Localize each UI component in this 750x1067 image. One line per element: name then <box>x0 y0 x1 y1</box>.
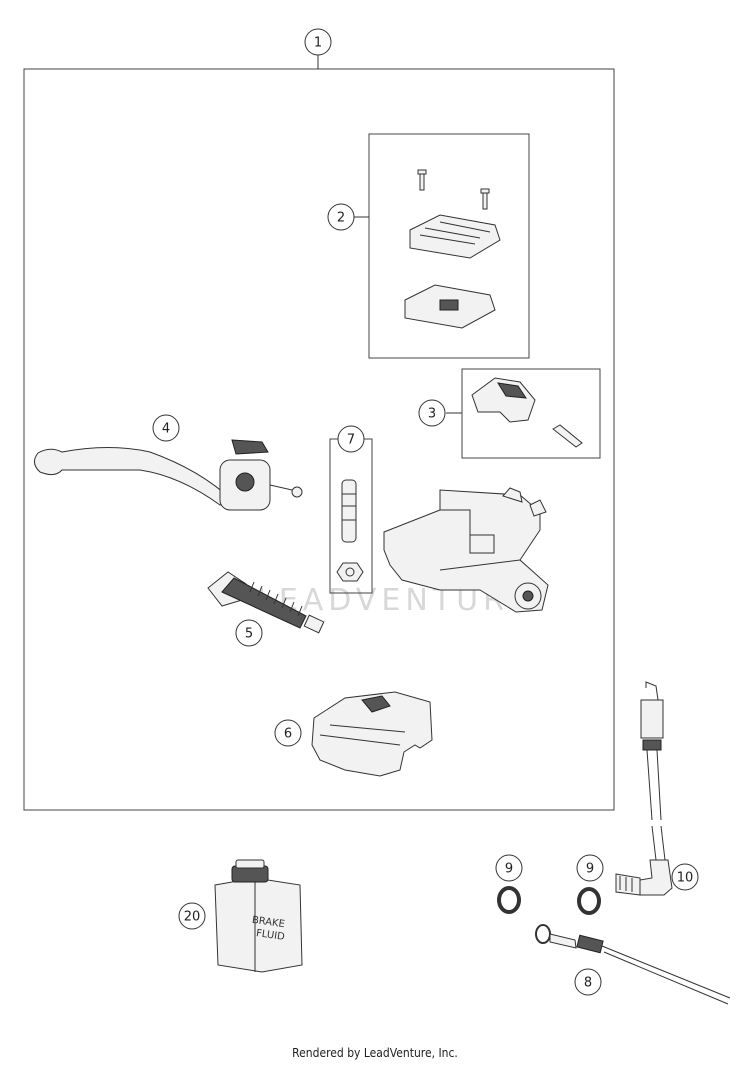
callout-circle <box>337 425 365 453</box>
master-cylinder-body <box>383 487 549 613</box>
callout-circle <box>574 968 602 996</box>
callout-label: 6 <box>284 727 292 742</box>
callout-circle <box>304 28 332 56</box>
exploded-parts-diagram: LEADVENTURE <box>23 28 731 1005</box>
callout-c2: 2 <box>327 203 355 231</box>
clamp-part <box>471 377 583 448</box>
callout-label: 1 <box>314 36 322 51</box>
piston-spring-part <box>207 571 325 634</box>
brake-fluid-bottle-part: BRAKE FLUID <box>214 859 303 973</box>
brake-hose-part <box>535 924 731 1005</box>
callout-label: 2 <box>337 211 345 226</box>
callout-c20: 20 <box>178 902 206 930</box>
callout-c10: 10 <box>671 863 699 891</box>
callout-c1: 1 <box>304 28 332 56</box>
callout-label: 7 <box>347 433 355 448</box>
bottle-label-line2: FLUID <box>255 928 285 943</box>
callout-c3: 3 <box>418 399 446 427</box>
callout-label: 4 <box>162 422 170 437</box>
callout-c9a: 9 <box>495 854 523 882</box>
seal-washer-part-b <box>577 887 601 915</box>
callout-circle <box>327 203 355 231</box>
callout-circle <box>576 854 604 882</box>
callout-circle <box>235 619 263 647</box>
callout-c5: 5 <box>235 619 263 647</box>
callout-circle <box>178 902 206 930</box>
callout-circle <box>418 399 446 427</box>
callout-label: 8 <box>584 976 592 991</box>
callout-circle <box>671 863 699 891</box>
reservoir-cover-part <box>404 169 501 329</box>
callout-label: 3 <box>428 407 436 422</box>
brake-lever-part <box>34 439 303 511</box>
callout-label: 5 <box>245 627 253 642</box>
bottle-label-line1: BRAKE <box>251 915 285 931</box>
subassembly-frame-2 <box>368 133 530 359</box>
callout-c4: 4 <box>152 414 180 442</box>
callout-label: 9 <box>505 862 513 877</box>
callout-label: 20 <box>184 910 201 925</box>
callout-circle <box>495 854 523 882</box>
callout-c9b: 9 <box>576 854 604 882</box>
callout-circle <box>274 719 302 747</box>
reservoir-boot-part <box>311 691 433 777</box>
assembly-frame <box>23 68 615 811</box>
sleeve-part <box>336 479 364 582</box>
callout-c6: 6 <box>274 719 302 747</box>
seal-washer-part-a <box>497 886 521 914</box>
callout-c8: 8 <box>574 968 602 996</box>
callout-label: 10 <box>677 871 694 886</box>
callout-label: 9 <box>586 862 594 877</box>
callout-circle <box>152 414 180 442</box>
callout-c7: 7 <box>337 425 365 453</box>
brake-light-switch-part <box>615 681 673 896</box>
footer-credit: Rendered by LeadVenture, Inc. <box>292 1046 458 1060</box>
